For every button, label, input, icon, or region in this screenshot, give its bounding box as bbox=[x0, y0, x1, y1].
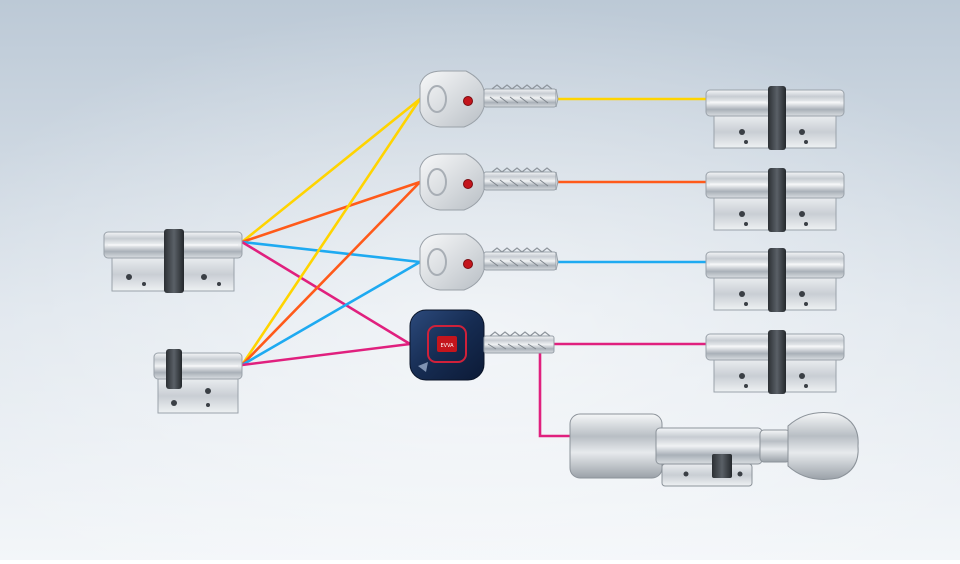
cylinder-1 bbox=[705, 86, 845, 150]
cylinder-4 bbox=[705, 330, 845, 394]
magenta-key-to-knob-cylinder-line bbox=[538, 344, 570, 438]
electronic-key-badge: EVVA bbox=[440, 343, 454, 349]
cylinder-2 bbox=[705, 168, 845, 232]
master-cylinder-1-to-blue-key-line bbox=[240, 240, 422, 264]
key-group: EVVA bbox=[409, 70, 559, 381]
key-magenta: EVVA bbox=[409, 309, 555, 381]
key-blue bbox=[419, 233, 559, 291]
key-yellow bbox=[419, 70, 559, 128]
master-cylinder-2 bbox=[153, 349, 243, 414]
key-orange bbox=[419, 153, 559, 211]
right-cylinder-group bbox=[705, 86, 845, 394]
master-cylinder-1-to-magenta-key-line bbox=[240, 240, 412, 346]
master-cylinder-1 bbox=[103, 229, 243, 293]
left-cylinder-group bbox=[103, 229, 243, 414]
master-cylinder-1-to-orange-key-line bbox=[240, 180, 422, 244]
knob-cylinder bbox=[569, 412, 859, 487]
cylinder-3 bbox=[705, 248, 845, 312]
master-cylinder-2-to-blue-key-line bbox=[240, 260, 422, 367]
master-cylinder-2-to-magenta-key-line bbox=[240, 342, 412, 367]
master-cylinder-2-to-orange-key-line bbox=[240, 180, 422, 367]
master-cylinder-2-to-yellow-key-line bbox=[240, 97, 422, 367]
master-cylinder-1-to-yellow-key-line bbox=[240, 97, 422, 244]
connection-lines bbox=[240, 97, 706, 438]
